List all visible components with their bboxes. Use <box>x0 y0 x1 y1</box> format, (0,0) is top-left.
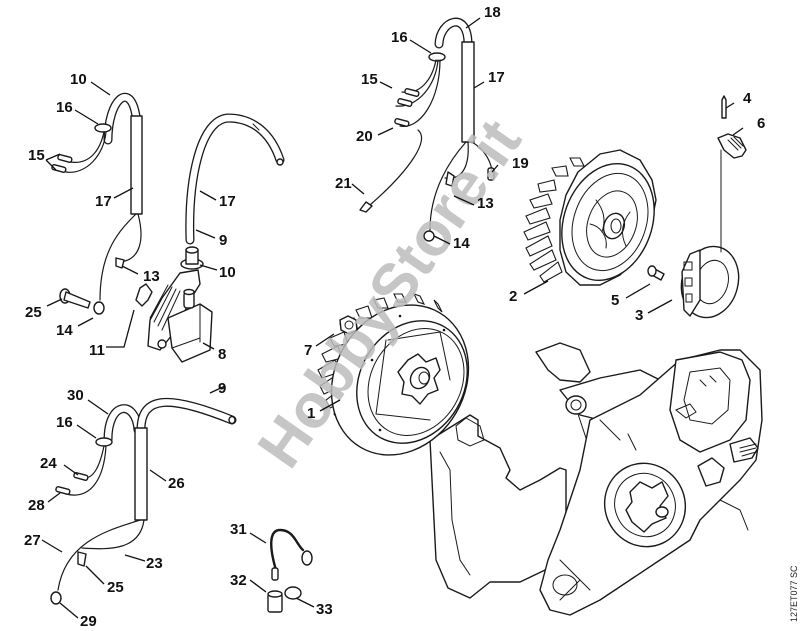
harness-a <box>51 92 143 315</box>
pin-4 <box>721 95 727 119</box>
callout-30: 30 <box>67 387 84 404</box>
callout-18: 18 <box>484 4 501 21</box>
callout-4: 4 <box>743 90 752 107</box>
callout-32: 32 <box>230 572 247 589</box>
drawing-code: 127ET077 SC <box>789 565 799 622</box>
callout-22: 25 <box>25 304 42 321</box>
spark-plug-6 <box>717 133 747 253</box>
harness-c <box>359 17 495 242</box>
callout-9: 9 <box>218 380 226 397</box>
screw-22 <box>59 288 91 309</box>
callout-9: 9 <box>219 232 227 249</box>
callout-labels: 10 16 15 17 13 25 14 11 8 17 9 10 18 16 … <box>24 4 765 630</box>
callout-14: 14 <box>56 322 73 339</box>
callout-1: 1 <box>307 405 315 422</box>
callout-17: 17 <box>95 193 112 210</box>
callout-17: 17 <box>219 193 236 210</box>
callout-19: 19 <box>512 155 529 172</box>
callout-6: 6 <box>757 115 765 132</box>
jumper-wire-31 <box>270 528 313 581</box>
cap-33 <box>284 586 302 600</box>
callout-12: 10 <box>70 71 87 88</box>
callout-24: 24 <box>40 455 57 472</box>
callout-27: 27 <box>24 532 41 549</box>
callout-5: 5 <box>611 292 619 309</box>
sleeve-32 <box>267 590 283 613</box>
callout-13: 13 <box>477 195 494 212</box>
module-ring-3 <box>680 245 740 319</box>
ignition-module-8 <box>147 269 213 363</box>
grommet-10 <box>180 246 204 270</box>
callout-31: 31 <box>230 521 247 538</box>
callout-3: 3 <box>635 307 643 324</box>
callout-16: 16 <box>56 99 73 116</box>
spring-clip-11 <box>135 283 153 307</box>
callout-26: 26 <box>168 475 185 492</box>
screw-5 <box>647 265 665 281</box>
callout-15: 15 <box>28 147 45 164</box>
callout-leaders <box>41 17 744 619</box>
callout-20: 20 <box>356 128 373 145</box>
callout-2: 2 <box>509 288 517 305</box>
callout-11: 11 <box>89 342 105 359</box>
callout-28: 28 <box>28 497 45 514</box>
callout-7: 7 <box>304 342 312 359</box>
callout-29: 29 <box>80 613 97 630</box>
callout-33: 33 <box>316 601 333 618</box>
callout-10: 10 <box>219 264 236 281</box>
callout-13: 13 <box>143 268 160 285</box>
ignition-lead-9 <box>185 113 285 245</box>
flywheel-1 <box>317 293 470 456</box>
callout-23: 23 <box>146 555 163 572</box>
nut-7 <box>339 315 358 335</box>
callout-8: 8 <box>218 346 226 363</box>
callout-15: 15 <box>361 71 378 88</box>
callout-21: 21 <box>335 175 352 192</box>
callout-14: 14 <box>453 235 470 252</box>
callout-17: 17 <box>488 69 505 86</box>
callout-25: 25 <box>107 579 124 596</box>
engine-housing <box>429 342 763 616</box>
flywheel-2 <box>523 149 657 286</box>
callout-16: 16 <box>391 29 408 46</box>
harness-d <box>50 397 237 605</box>
callout-16: 16 <box>56 414 73 431</box>
